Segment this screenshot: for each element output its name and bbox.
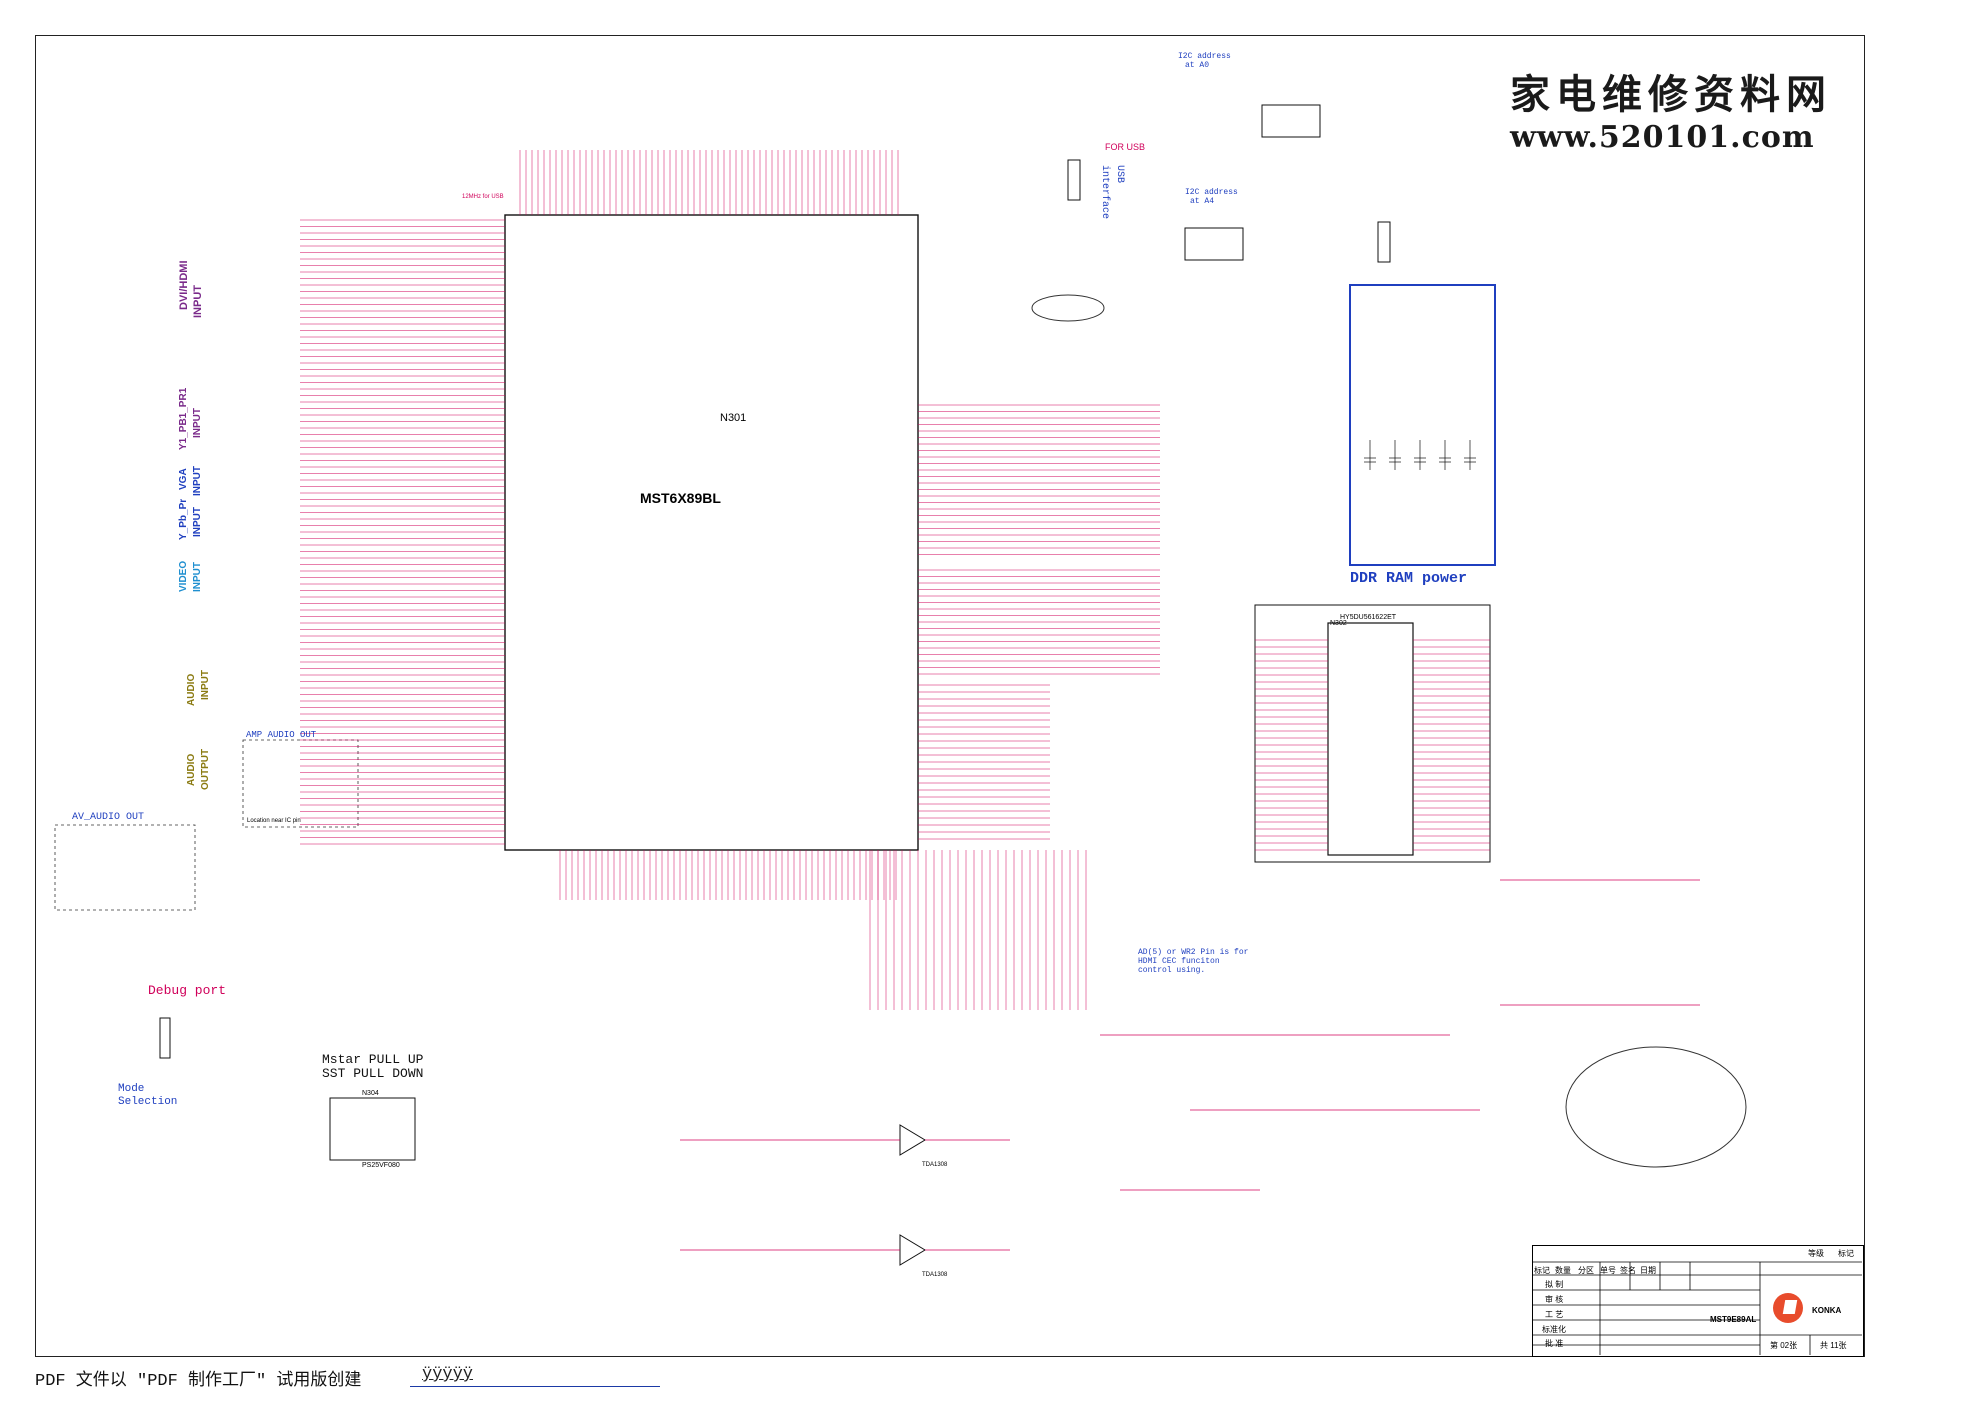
chip-n301-body bbox=[504, 214, 919, 851]
section-vga: VGA bbox=[178, 468, 189, 490]
section-vga-input: INPUT bbox=[192, 466, 203, 496]
tb-level: 等级 bbox=[1808, 1249, 1824, 1258]
ddr-ref-label: N302 bbox=[1330, 620, 1347, 627]
location-box bbox=[242, 739, 359, 828]
eeprom-n303 bbox=[1184, 227, 1244, 261]
av-out-box bbox=[54, 824, 196, 911]
tb-total: 共 11张 bbox=[1820, 1341, 1847, 1350]
konka-logo-mark-icon bbox=[1782, 1300, 1798, 1314]
chip-ddr-body bbox=[1327, 622, 1414, 856]
x301-note: 12MHz for USB bbox=[462, 194, 504, 200]
wire-group bbox=[300, 150, 1700, 1251]
debug-port-title: Debug port bbox=[148, 983, 227, 998]
ddr-chip-label: HY5DU561622ET bbox=[1340, 614, 1397, 621]
tb-row-4: 签名 bbox=[1620, 1266, 1636, 1275]
tb-side-1: 审 核 bbox=[1545, 1295, 1564, 1304]
usb-interface-1: USB bbox=[1114, 165, 1125, 184]
pc-on-ellipse bbox=[1565, 1046, 1747, 1168]
footer-link[interactable]: ÿÿÿÿÿ bbox=[422, 1365, 474, 1384]
i2c-a0-1: I2C address bbox=[1178, 52, 1231, 61]
tb-row-0: 标记 bbox=[1534, 1266, 1550, 1275]
section-ypbpr-input: INPUT bbox=[192, 507, 203, 537]
tb-model: MST9E89AL bbox=[1710, 1315, 1757, 1324]
section-audio-output: OUTPUT bbox=[200, 748, 211, 790]
mstar-pullup-title: Mstar PULL UP bbox=[322, 1052, 424, 1067]
tb-side-2: 工 艺 bbox=[1545, 1310, 1564, 1319]
section-dvi-input: INPUT bbox=[192, 285, 204, 318]
con5-connector bbox=[1377, 221, 1391, 263]
chip-name-label: MST6X89BL bbox=[640, 490, 721, 506]
section-ypbpr1-input: INPUT bbox=[192, 408, 203, 438]
flash-part: PS25VF080 bbox=[362, 1162, 400, 1169]
ipod-ref: N304 bbox=[362, 1090, 379, 1097]
i2c-a4-2: at A4 bbox=[1190, 197, 1215, 206]
usb-interface-2: interface bbox=[1099, 165, 1110, 220]
tb-side-3: 标准化 bbox=[1542, 1325, 1566, 1334]
mode-title-2: Selection bbox=[118, 1096, 178, 1108]
tb-side-4: 批 准 bbox=[1545, 1339, 1564, 1348]
amp2-label: TDA1308 bbox=[922, 1272, 948, 1278]
section-audio: AUDIO bbox=[186, 673, 197, 706]
chip-ref-label: N301 bbox=[720, 412, 747, 424]
footer-text: PDF 文件以 "PDF 制作工厂" 试用版创建 bbox=[35, 1372, 362, 1391]
i2c-a4-1: I2C address bbox=[1185, 188, 1238, 197]
tb-row-5: 日期 bbox=[1640, 1266, 1656, 1275]
section-audio-out: AUDIO bbox=[186, 753, 197, 786]
ddr-power-box bbox=[1349, 284, 1496, 566]
section-audio-input: INPUT bbox=[200, 670, 211, 700]
title-block bbox=[1532, 1245, 1864, 1357]
eeprom-n305 bbox=[1261, 104, 1321, 138]
section-video-input: INPUT bbox=[192, 562, 203, 592]
section-dvi: DVI/HDMI bbox=[178, 260, 190, 311]
dpc-on-off-ellipse bbox=[1031, 294, 1105, 322]
sst-pulldown-title: SST PULL DOWN bbox=[322, 1066, 424, 1081]
section-ypbpr1: Y1_PB1_PR1 bbox=[178, 387, 189, 450]
tb-row-2: 分区 bbox=[1578, 1266, 1594, 1275]
ad5-note-2: HDMI CEC funciton bbox=[1138, 957, 1220, 966]
section-ypbpr: Y_Pb_Pr bbox=[178, 498, 189, 540]
opamp-2 bbox=[899, 1234, 926, 1266]
amp1-label: TDA1308 bbox=[922, 1162, 948, 1168]
tb-mark: 标记 bbox=[1838, 1249, 1854, 1258]
footer-underline bbox=[410, 1386, 660, 1387]
watermark-title: 家电维修资料网 bbox=[1510, 71, 1832, 118]
usb-connector bbox=[1067, 159, 1081, 201]
av-audio-out-title: AV_AUDIO OUT bbox=[72, 812, 145, 823]
sheet-frame bbox=[35, 35, 1865, 1357]
opamp-1 bbox=[899, 1124, 926, 1156]
mode-title-1: Mode bbox=[118, 1083, 145, 1095]
ad5-note-3: control using. bbox=[1138, 966, 1206, 975]
location-note: Location near IC pin bbox=[247, 818, 301, 824]
tb-row-3: 单号 bbox=[1600, 1266, 1616, 1275]
tb-row-1: 数量 bbox=[1555, 1266, 1571, 1275]
tb-side-0: 拟 制 bbox=[1545, 1280, 1564, 1289]
watermark-url: www.520101.com bbox=[1510, 120, 1815, 155]
amp-audio-out-title: AMP AUDIO OUT bbox=[246, 730, 317, 740]
tb-page: 第 02张 bbox=[1770, 1341, 1798, 1350]
ad5-note-1: AD(5) or WR2 Pin is for bbox=[1138, 948, 1249, 957]
ddr-frame bbox=[1254, 604, 1491, 863]
for-usb-label: FOR USB bbox=[1105, 142, 1146, 152]
section-video: VIDEO bbox=[178, 560, 189, 592]
tb-company: KONKA bbox=[1812, 1306, 1842, 1315]
debug-connector bbox=[159, 1017, 171, 1059]
ddr-power-title: DDR RAM power bbox=[1350, 570, 1468, 587]
i2c-a0-2: at A0 bbox=[1185, 61, 1210, 70]
flash-chip bbox=[329, 1097, 416, 1161]
